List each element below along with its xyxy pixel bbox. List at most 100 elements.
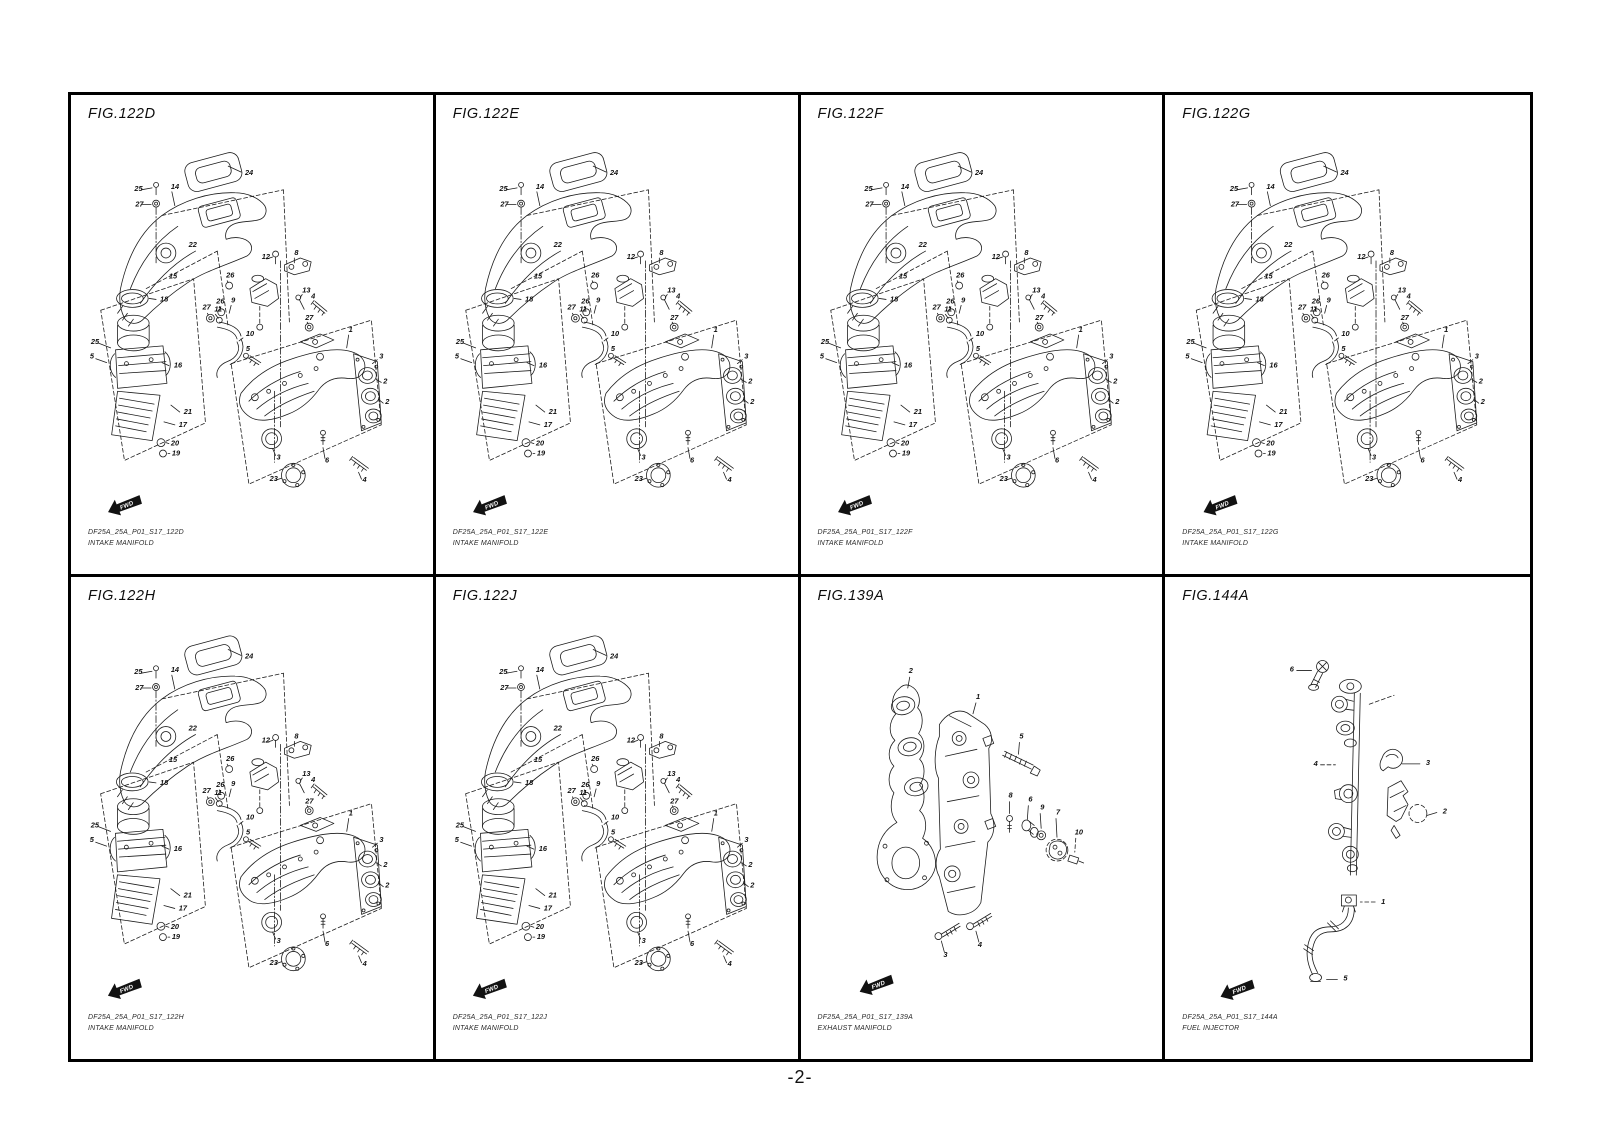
figure-caption: DF25A_25A_P01_S17_122J INTAKE MANIFOLD xyxy=(453,1013,547,1035)
part-number-label: 4 xyxy=(976,940,981,949)
fwd-direction-badge: FWD xyxy=(472,495,507,516)
figure-caption-name: EXHAUST MANIFOLD xyxy=(817,1025,892,1033)
fwd-direction-badge: FWD xyxy=(472,978,507,1000)
part-number-label: 19 xyxy=(1268,448,1277,457)
part-number-label: 12 xyxy=(262,252,271,261)
fwd-label: FWD xyxy=(871,980,887,991)
part-number-label: 10 xyxy=(246,329,255,338)
figure-title: FIG.139A xyxy=(817,588,885,604)
part-number-label: 22 xyxy=(1283,240,1293,249)
figure-caption: DF25A_25A_P01_S17_122G INTAKE MANIFOLD xyxy=(1182,528,1278,550)
figure-caption-name: FUEL INJECTOR xyxy=(1182,1025,1240,1033)
part-number-label: 4 xyxy=(1040,291,1045,300)
part-number-label: 23 xyxy=(633,958,643,967)
part-number-label: 1 xyxy=(713,809,717,818)
part-number-label: 4 xyxy=(310,775,315,784)
part-number-label: 1 xyxy=(713,325,717,334)
part-number-label: 27 xyxy=(931,302,941,311)
part-number-label: 17 xyxy=(544,420,553,429)
part-number-label: 21 xyxy=(183,407,192,416)
fwd-arrow-icon xyxy=(107,978,142,1000)
part-number-label: 12 xyxy=(627,735,636,744)
part-number-label: 21 xyxy=(547,407,556,416)
figure-caption-code: DF25A_25A_P01_S17_122F xyxy=(817,529,913,537)
figure-title: FIG.144A xyxy=(1182,588,1250,604)
part-number-label: 21 xyxy=(547,891,556,900)
part-number-label: 16 xyxy=(174,844,183,853)
part-number-label: 9 xyxy=(596,295,601,304)
figure-caption-code: DF25A_25A_P01_S17_122E xyxy=(452,529,549,537)
part-number-label: 19 xyxy=(901,448,910,457)
part-number-label: 2 xyxy=(1114,397,1120,406)
part-number-label: 2 xyxy=(1442,807,1448,816)
part-number-label: 17 xyxy=(908,420,917,429)
part-number-label: 27 xyxy=(1297,302,1307,311)
part-number-label: 1 xyxy=(975,692,979,701)
part-number-label: 2 xyxy=(907,666,913,675)
part-number-label: 3 xyxy=(1109,352,1114,361)
part-number-label: 20 xyxy=(535,439,545,448)
part-number-label: 27 xyxy=(566,302,576,311)
figure-caption: DF25A_25A_P01_S17_144A FUEL INJECTOR xyxy=(1182,1013,1277,1035)
part-number-label: 12 xyxy=(262,735,271,744)
fwd-direction-badge: FWD xyxy=(1220,979,1255,1001)
part-number-label: 18 xyxy=(160,778,169,787)
part-number-label: 9 xyxy=(231,295,236,304)
part-number-label: 16 xyxy=(1270,361,1279,370)
figure-title: FIG.122G xyxy=(1182,106,1251,122)
fwd-label: FWD xyxy=(484,984,500,995)
part-number-label: 1 xyxy=(349,809,353,818)
part-number-label: 15 xyxy=(534,272,543,281)
part-number-label: 22 xyxy=(917,240,927,249)
part-number-label: 2 xyxy=(749,397,755,406)
part-number-label: 24 xyxy=(609,168,618,177)
part-number-label: 26 xyxy=(215,296,225,305)
part-number-label: 4 xyxy=(675,775,680,784)
part-number-label: 5 xyxy=(90,835,95,844)
part-number-label: 17 xyxy=(179,420,188,429)
figure-caption-name: INTAKE MANIFOLD xyxy=(1182,540,1249,548)
part-number-label: 27 xyxy=(1230,200,1240,209)
part-number-label: 5 xyxy=(455,352,460,361)
page-number: -2- xyxy=(787,1067,813,1087)
exploded-view-art xyxy=(876,676,1084,953)
part-number-label: 10 xyxy=(1342,329,1351,338)
part-number-label: 24 xyxy=(244,651,253,660)
part-number-label: 24 xyxy=(973,168,982,177)
figure-caption-code: DF25A_25A_P01_S17_144A xyxy=(1182,1014,1278,1022)
part-number-label: 4 xyxy=(675,291,680,300)
part-number-label: 5 xyxy=(1344,973,1349,982)
part-number-label: 18 xyxy=(160,294,169,303)
part-number-label: 23 xyxy=(1364,474,1374,483)
part-number-label: 27 xyxy=(304,797,314,806)
fwd-direction-badge: FWD xyxy=(859,974,894,996)
part-number-label: 19 xyxy=(537,448,546,457)
part-number-label: 8 xyxy=(659,731,664,740)
part-number-label: 5 xyxy=(611,344,616,353)
figure-caption-code: DF25A_25A_P01_S17_122G xyxy=(1182,529,1279,537)
part-number-label: 12 xyxy=(627,252,636,261)
part-number-label: 3 xyxy=(744,352,749,361)
part-number-label: 10 xyxy=(611,812,620,821)
fwd-arrow-icon xyxy=(859,974,894,996)
fwd-label: FWD xyxy=(119,500,135,511)
part-number-label: 23 xyxy=(998,474,1008,483)
part-number-label: 4 xyxy=(1091,475,1096,484)
part-number-label: 1 xyxy=(1381,897,1385,906)
part-number-label: 25 xyxy=(863,184,873,193)
part-number-label: 3 xyxy=(1426,758,1431,767)
part-number-label: 26 xyxy=(955,271,965,280)
part-number-label: 26 xyxy=(590,271,600,280)
part-number-label: 24 xyxy=(1340,168,1349,177)
part-number-label: 13 xyxy=(1032,286,1041,295)
part-number-label: 3 xyxy=(943,950,948,959)
part-number-label: 20 xyxy=(170,922,180,931)
fwd-label: FWD xyxy=(1215,500,1231,511)
